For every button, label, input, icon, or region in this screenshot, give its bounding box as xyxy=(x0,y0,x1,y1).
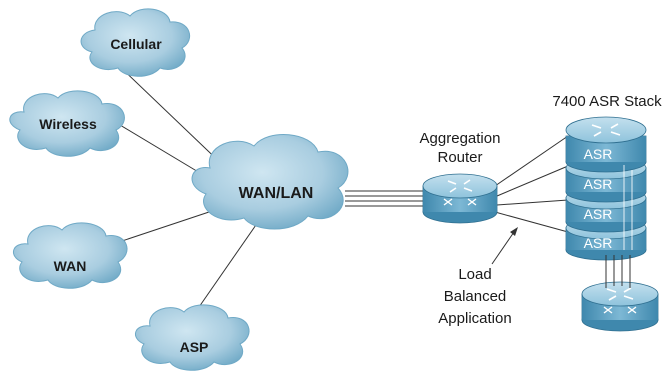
asr-unit-1 xyxy=(565,116,647,173)
asr-unit-label-2: ASR xyxy=(584,176,613,192)
cloud-label-wireless: Wireless xyxy=(39,116,97,132)
stack-router-connectors xyxy=(605,255,631,288)
link-agg-asr-3 xyxy=(496,199,569,206)
cloud-label-wan-lan: WAN/LAN xyxy=(239,185,314,202)
load-balanced-label-line1: Load xyxy=(458,266,491,283)
link-agg-asr-2 xyxy=(496,165,569,197)
link-agg-asr-1 xyxy=(494,135,569,187)
cloud-label-wan: WAN xyxy=(54,258,87,274)
cloud-wan: WAN xyxy=(13,222,128,289)
asr-unit-label-4: ASR xyxy=(584,235,613,251)
cloud-asp: ASP xyxy=(135,304,250,371)
link-wireless-wanlan xyxy=(119,124,206,177)
cloud-wan-lan: WAN/LAN xyxy=(191,134,349,230)
link-asp-wanlan xyxy=(189,221,259,321)
load-balanced-arrow xyxy=(491,227,518,265)
load-balanced-label-line2: Balanced xyxy=(444,288,507,305)
cloud-label-cellular: Cellular xyxy=(110,36,162,52)
stack-router-icon xyxy=(581,281,659,332)
link-agg-asr-4 xyxy=(494,211,569,233)
cloud-wireless: Wireless xyxy=(9,90,125,157)
aggregation-router-label-line1: Aggregation xyxy=(420,130,501,147)
load-balanced-label-line3: Application xyxy=(438,310,511,327)
link-wan-wanlan xyxy=(109,209,216,246)
cloud-cellular: Cellular xyxy=(80,8,191,77)
aggregation-router-label-line2: Router xyxy=(437,149,482,166)
asr-stack: ASR ASR ASR ASR xyxy=(565,116,647,261)
cloud-label-asp: ASP xyxy=(180,339,209,355)
link-cellular-wanlan xyxy=(114,61,229,171)
asr-stack-title: 7400 ASR Stack xyxy=(552,93,662,110)
aggregation-router-icon xyxy=(422,173,498,224)
asr-unit-label-1: ASR xyxy=(584,146,613,162)
asr-unit-label-3: ASR xyxy=(584,206,613,222)
